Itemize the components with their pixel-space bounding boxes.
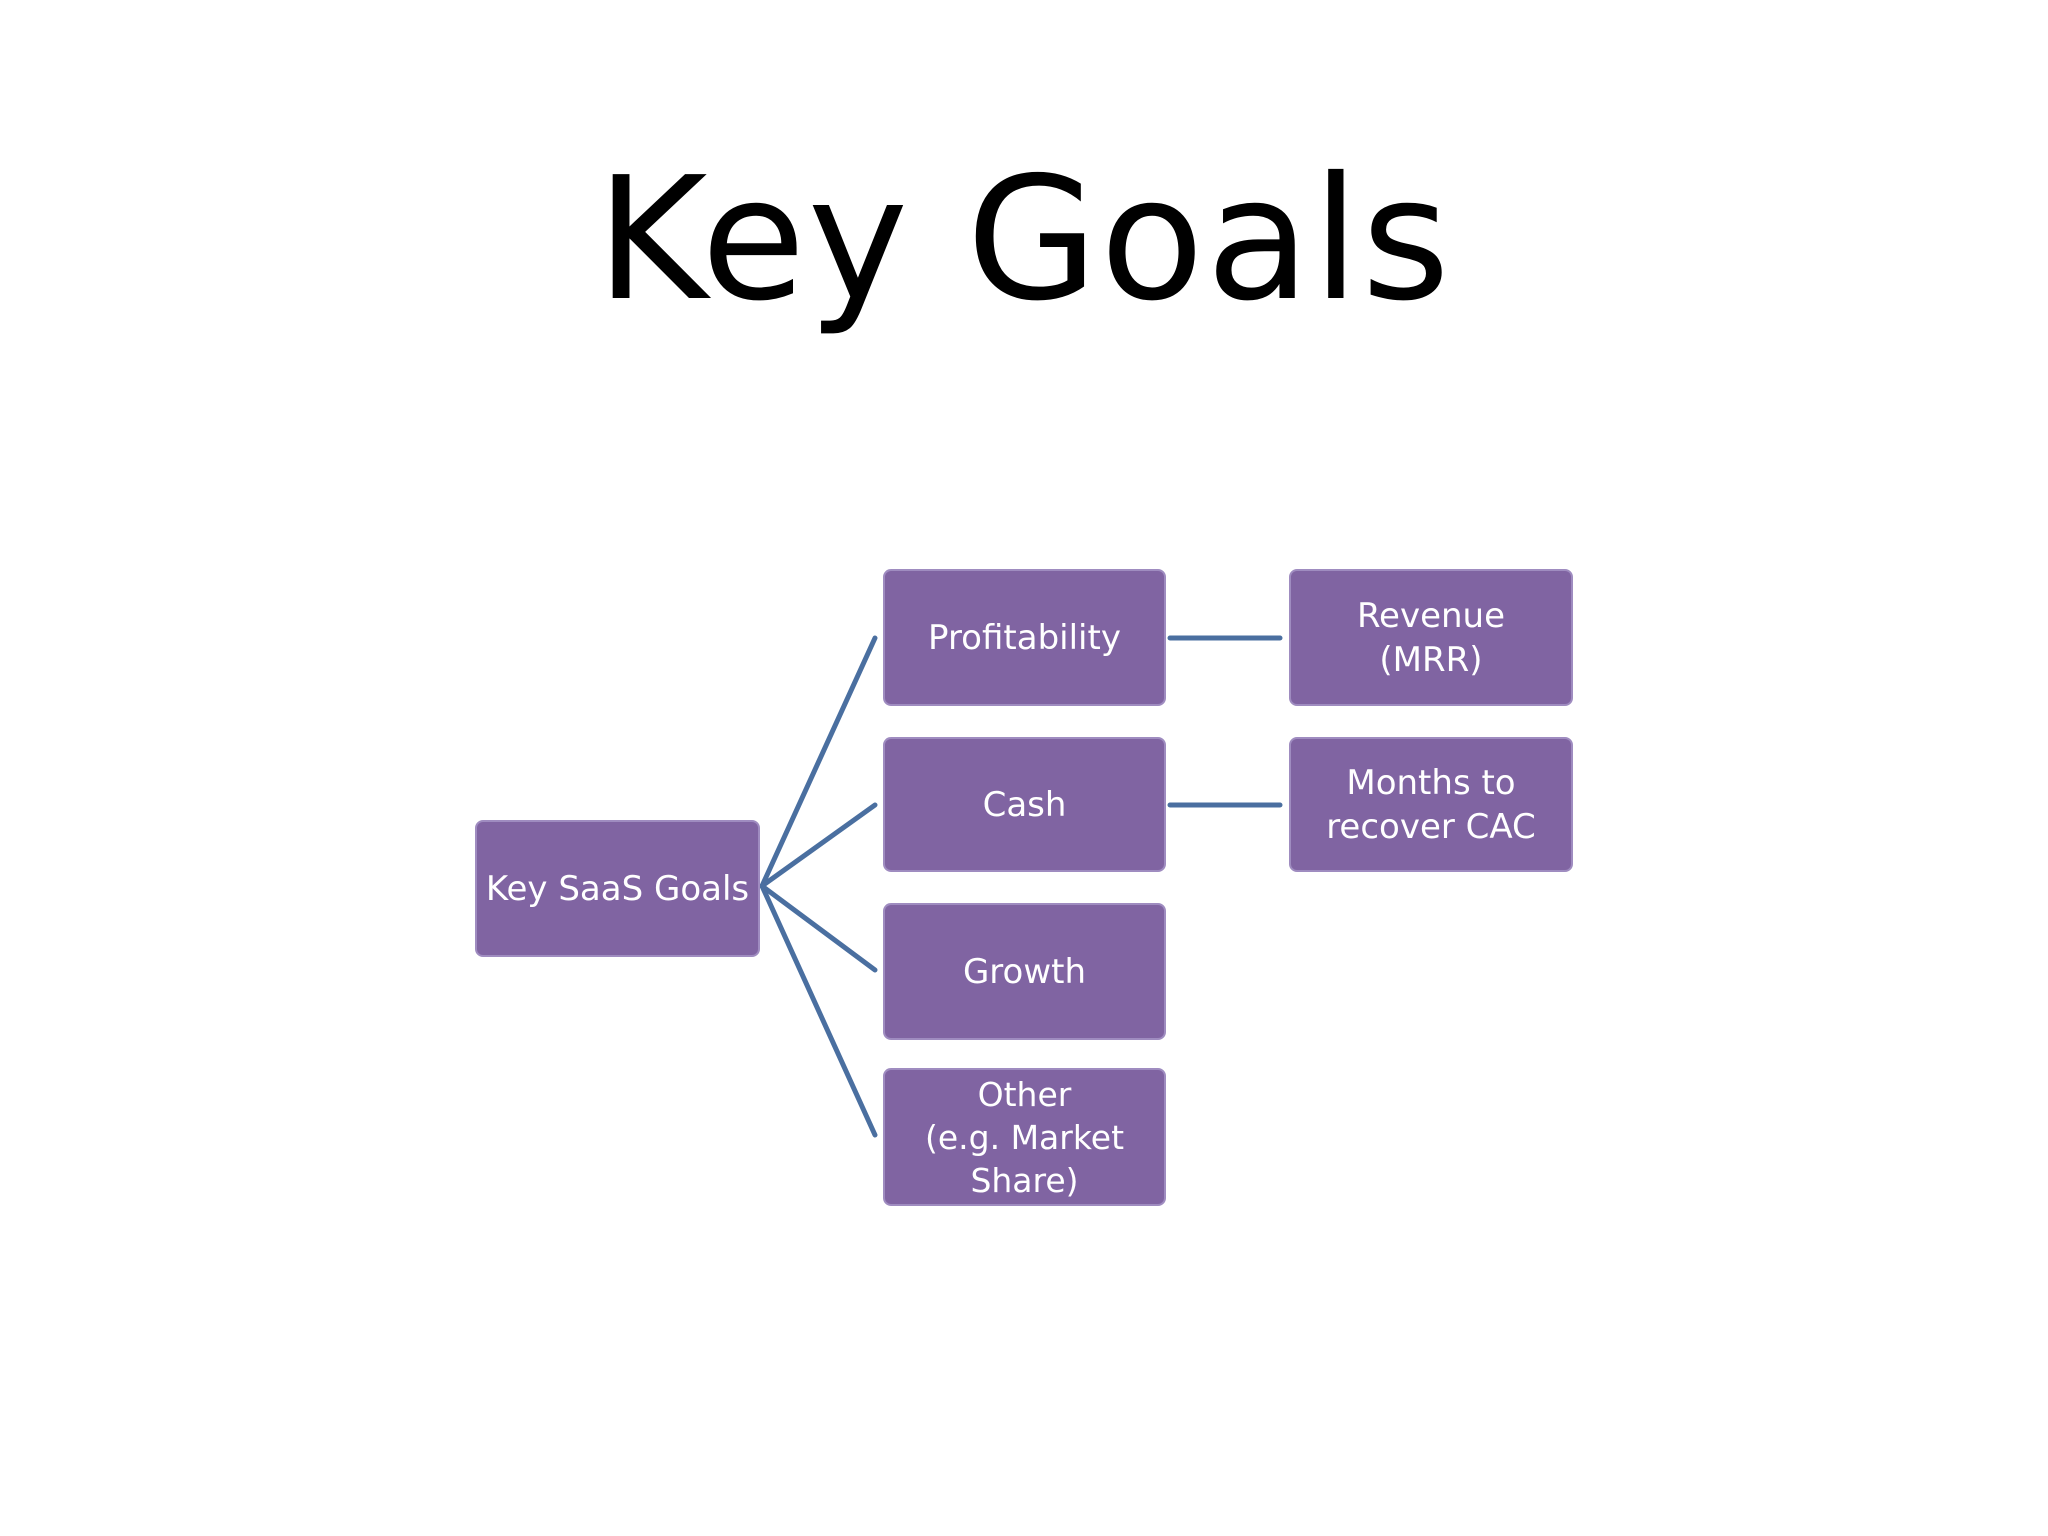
slide-title: Key Goals	[596, 141, 1452, 339]
connector-root-cash	[759, 802, 878, 889]
connector-root-profitability	[759, 635, 878, 889]
node-revenue-mrr: Revenue (MRR)	[1289, 569, 1573, 706]
connector-root-growth	[759, 883, 878, 973]
node-growth: Growth	[883, 903, 1166, 1040]
node-profitability: Profitability	[883, 569, 1166, 706]
node-cash: Cash	[883, 737, 1166, 872]
node-months-to-recover-cac: Months to recover CAC	[1289, 737, 1573, 872]
connector-root-other	[759, 883, 878, 1138]
node-key-saas-goals: Key SaaS Goals	[475, 820, 760, 957]
node-other: Other (e.g. Market Share)	[883, 1068, 1166, 1206]
